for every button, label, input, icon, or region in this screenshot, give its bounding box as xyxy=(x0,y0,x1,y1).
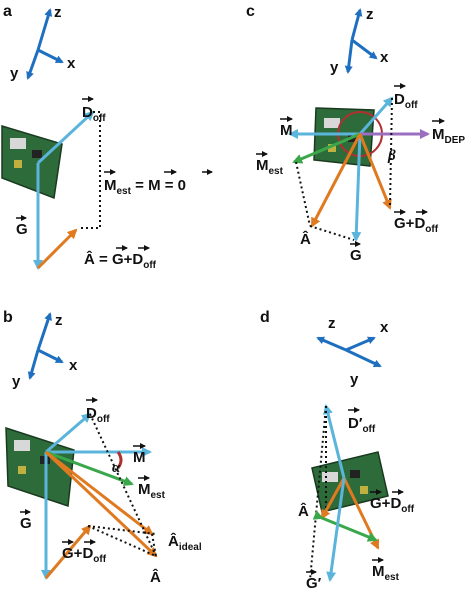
m-est-vector xyxy=(45,450,134,486)
m-est-vector xyxy=(292,132,361,164)
d-off-vector xyxy=(358,96,394,135)
g-prime-vector xyxy=(326,477,346,582)
x-axis-label: x xyxy=(380,319,389,336)
x-axis xyxy=(37,48,64,64)
panel-b: b z x y Doff M α Mest xyxy=(3,309,202,586)
axis-triad-c: z x y xyxy=(330,6,389,76)
m-est-label: Mest xyxy=(138,481,166,501)
a-ideal-vector xyxy=(45,450,154,536)
panel-letter-c: c xyxy=(246,3,255,20)
d-off-vector xyxy=(323,404,346,479)
circuit-board-icon xyxy=(313,107,375,167)
a-hat-vector xyxy=(44,450,158,558)
x-axis-label: x xyxy=(67,55,76,72)
m-est-label: Mest xyxy=(256,157,284,177)
m-label: M xyxy=(133,449,146,466)
panel-c: c z x y Doff M MDEP Mest xyxy=(246,3,465,264)
alpha-arc xyxy=(116,451,123,469)
g-plus-d-label: G+Doff xyxy=(394,215,439,235)
beta-label: β xyxy=(387,148,396,164)
axis-triad-b: z x y xyxy=(12,312,78,390)
g-plus-d-label: G+Doff xyxy=(370,495,415,515)
y-axis-label: y xyxy=(10,65,19,82)
circuit-board-icon xyxy=(1,124,63,200)
dotted-guide xyxy=(78,111,101,229)
a-hat-label: Â xyxy=(150,568,161,586)
m-dep-label: MDEP xyxy=(432,126,465,146)
d-off-label: D′off xyxy=(348,415,376,435)
m-label: M xyxy=(280,122,293,139)
a-hat-vector xyxy=(36,228,78,270)
axis-triad-d: z x y xyxy=(316,315,389,388)
equation-m-est: Mest = M = 0 xyxy=(104,177,186,197)
x-axis-label: x xyxy=(69,357,78,374)
z-axis-label: z xyxy=(366,6,374,23)
d-off-vector xyxy=(45,412,92,454)
panel-letter-a: a xyxy=(3,3,12,20)
x-axis-label: x xyxy=(380,49,389,66)
alpha-label: α xyxy=(112,460,121,476)
m-est-vector xyxy=(312,510,378,542)
z-axis-label: z xyxy=(328,315,336,332)
d-off-vector xyxy=(36,110,95,165)
y-axis-label: y xyxy=(330,59,339,76)
g-plus-d-label: G+Doff xyxy=(62,545,107,565)
circuit-board-icon xyxy=(311,451,389,513)
axis-triad-a: z x y xyxy=(10,4,76,82)
panel-letter-b: b xyxy=(3,309,13,326)
a-hat-label: Â xyxy=(298,502,309,520)
g-plus-d-vector xyxy=(44,524,92,579)
a-hat-equation: Â = G+Doff xyxy=(84,250,157,271)
g-prime-label: G′ xyxy=(306,575,322,592)
g-plus-d-vector xyxy=(358,133,392,210)
a-hat-label: Â xyxy=(300,230,311,248)
panel-a: a z x y Doff G Mest = M = 0 Â = G+Doff xyxy=(1,3,213,271)
y-axis-label: y xyxy=(12,373,21,390)
y-axis xyxy=(26,49,40,80)
panel-d: d z x y D′off Â G+Doff Mest G′ xyxy=(260,309,415,592)
m-est-label: Mest xyxy=(372,563,400,583)
d-off-label: Doff xyxy=(82,104,106,124)
g-label: G xyxy=(20,515,32,532)
z-axis-label: z xyxy=(54,4,62,21)
y-axis-label: y xyxy=(350,371,359,388)
z-axis xyxy=(36,8,53,51)
panel-letter-d: d xyxy=(260,309,270,326)
z-axis-label: z xyxy=(55,312,63,329)
a-ideal-label: Âideal xyxy=(168,532,202,553)
d-off-label: Doff xyxy=(86,405,110,425)
g-label: G xyxy=(350,247,362,264)
g-label: G xyxy=(16,221,28,238)
a-hat-vector xyxy=(310,133,362,228)
g-vector xyxy=(351,133,362,242)
d-off-label: Doff xyxy=(394,91,418,111)
